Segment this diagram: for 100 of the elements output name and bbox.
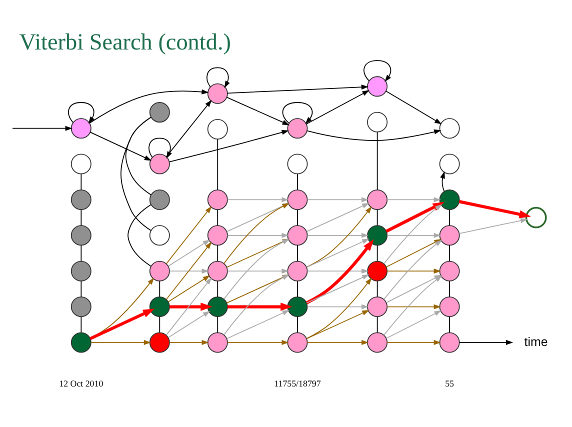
connector <box>449 244 450 261</box>
arrow <box>306 274 370 303</box>
node-circle <box>439 260 460 281</box>
node-circle <box>70 224 92 246</box>
connector <box>297 208 298 226</box>
node-circle <box>287 296 308 317</box>
connector <box>125 116 152 195</box>
label: 12 Oct 2010 <box>59 378 104 388</box>
connector <box>159 280 160 297</box>
connector <box>217 280 218 297</box>
connector <box>449 208 450 226</box>
node-circle <box>367 332 388 352</box>
connector <box>376 244 378 261</box>
arrow <box>168 274 210 302</box>
node-circle <box>367 76 388 96</box>
connector <box>297 280 298 297</box>
connector <box>376 131 378 190</box>
arrow <box>226 96 290 125</box>
node-circle <box>367 296 388 317</box>
node-circle <box>367 111 388 132</box>
node-circle <box>207 188 228 210</box>
arrow <box>166 276 212 336</box>
connector <box>376 280 378 297</box>
node-circle <box>70 260 92 281</box>
arrow <box>306 206 372 268</box>
arrow <box>306 310 370 339</box>
connector <box>120 116 152 230</box>
connector <box>217 138 218 190</box>
connector <box>80 280 82 297</box>
arrow <box>227 84 369 94</box>
node-circle <box>207 260 228 281</box>
arrow <box>227 268 289 274</box>
arrow <box>386 268 441 274</box>
node-circle <box>439 118 460 138</box>
node-circle <box>439 153 460 174</box>
arrow <box>227 232 289 238</box>
connector <box>217 208 218 226</box>
label: 55 <box>445 378 454 388</box>
connector <box>217 316 218 332</box>
connector <box>376 316 378 332</box>
node-circle <box>367 260 388 281</box>
node-circle <box>207 296 228 317</box>
arrow <box>306 202 370 232</box>
node-circle <box>207 82 228 104</box>
node-circle <box>525 206 547 228</box>
arrow <box>68 102 95 124</box>
diagram-title: Viterbi Search (contd.) <box>19 29 231 56</box>
arrow <box>306 304 369 309</box>
node-circle <box>149 224 170 246</box>
arrow <box>386 196 441 202</box>
arrow <box>386 201 444 232</box>
node-circle <box>149 260 170 281</box>
node-circle <box>439 296 460 317</box>
arrow <box>169 339 209 344</box>
arrow <box>306 277 372 338</box>
connector <box>80 173 82 190</box>
arrow <box>226 202 290 232</box>
node-circle <box>70 188 92 210</box>
arrow <box>226 274 290 303</box>
node-circle <box>207 224 228 246</box>
node-circle <box>287 260 308 281</box>
arrow <box>282 102 313 124</box>
connector <box>80 316 82 332</box>
arrow <box>386 304 441 309</box>
arrow <box>170 302 212 310</box>
arrow <box>306 90 370 124</box>
arrow <box>306 232 369 238</box>
arrow <box>386 310 442 338</box>
connector <box>376 208 378 226</box>
arrow <box>306 128 442 140</box>
connector <box>217 244 218 261</box>
node-circle <box>287 332 308 352</box>
arrow <box>364 60 392 82</box>
arrow <box>169 129 289 162</box>
arrow <box>306 339 369 344</box>
connector <box>128 204 152 266</box>
node-circle <box>149 102 170 122</box>
arrow <box>169 268 209 274</box>
arrow <box>12 125 72 130</box>
connector <box>80 208 82 226</box>
connector <box>297 316 298 332</box>
arrow <box>386 232 441 238</box>
arrow <box>206 66 230 88</box>
node-circle <box>149 296 170 317</box>
arrow <box>166 99 212 157</box>
arrow <box>89 88 209 124</box>
label: 11755/18797 <box>274 378 321 388</box>
arrow <box>226 310 290 339</box>
node-circle <box>149 153 170 174</box>
arrow <box>224 274 290 335</box>
node-circle <box>207 332 228 352</box>
node-circle <box>367 224 388 246</box>
arrow <box>386 339 441 344</box>
arrow <box>440 170 445 192</box>
arrow <box>227 302 292 310</box>
arrow <box>227 339 289 344</box>
arrow <box>306 268 369 274</box>
connector <box>449 280 450 297</box>
connector <box>297 173 298 190</box>
node-circle <box>367 188 388 210</box>
